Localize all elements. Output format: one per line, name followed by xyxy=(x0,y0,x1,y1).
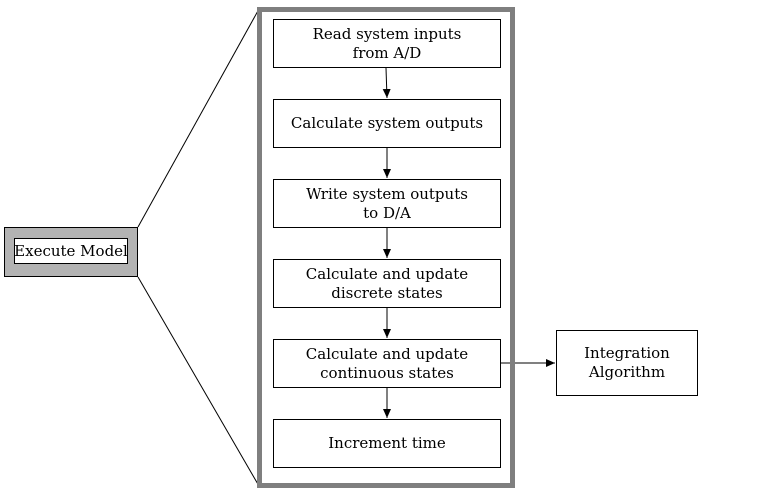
step-text-line: Increment time xyxy=(328,434,446,452)
execute-model-label: Execute Model xyxy=(14,238,128,264)
step-text-line: Write system outputs xyxy=(306,184,468,203)
step-increment-time: Increment time xyxy=(273,419,501,468)
step-text-line: continuous states xyxy=(320,363,454,382)
step-update-continuous-states: Calculate and update continuous states xyxy=(273,339,501,388)
step-text-line: Calculate and update xyxy=(305,344,469,363)
step-write-outputs: Write system outputs to D/A xyxy=(273,179,501,228)
step-read-inputs: Read system inputs from A/D xyxy=(273,19,501,68)
step-text-line: Calculate system outputs xyxy=(290,114,484,132)
integration-text-line: Algorithm xyxy=(588,363,666,381)
step-calculate-outputs: Calculate system outputs xyxy=(273,99,501,148)
step-text-line: discrete states xyxy=(331,283,443,302)
step-text-line: Read system inputs xyxy=(312,24,462,43)
step-text-line: to D/A xyxy=(363,203,411,222)
zoom-line-top xyxy=(137,8,260,228)
integration-text-line: Integration xyxy=(584,344,670,362)
execute-model-block[interactable]: Execute Model xyxy=(4,227,138,277)
zoom-line-bottom xyxy=(137,276,260,487)
integration-algorithm-box: Integration Algorithm xyxy=(556,330,698,396)
flow-arrow-1 xyxy=(382,67,391,99)
step-update-discrete-states: Calculate and update discrete states xyxy=(273,259,501,308)
step-text-line: Calculate and update xyxy=(305,264,469,283)
step-text-line: from A/D xyxy=(352,43,422,62)
execute-model-expanded-frame xyxy=(257,7,515,488)
